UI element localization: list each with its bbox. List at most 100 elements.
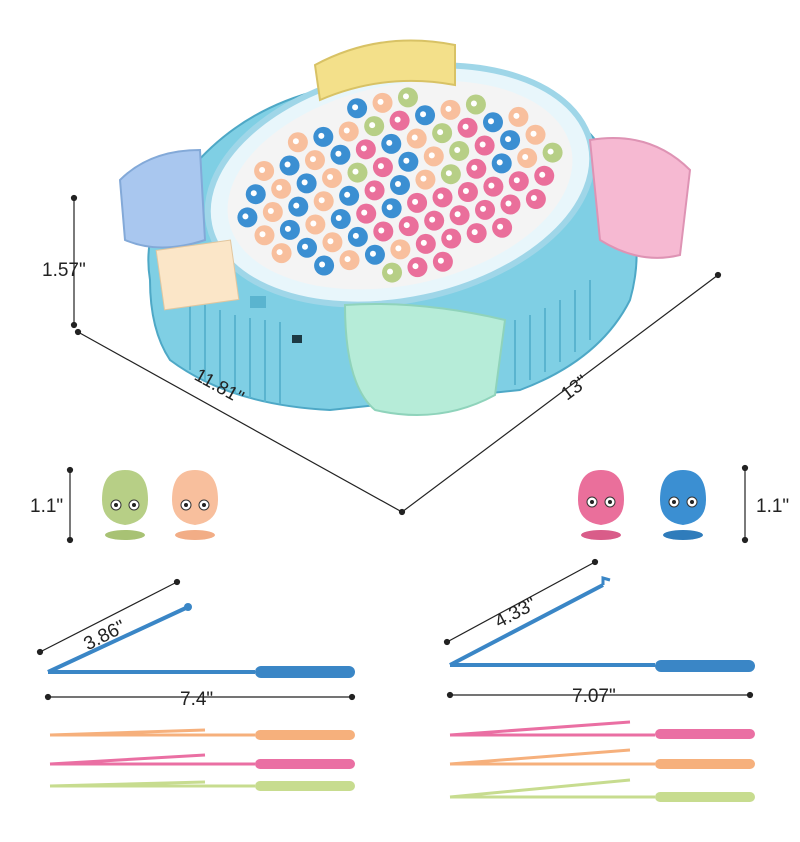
pond-fish-eye (386, 204, 393, 211)
board-ridges (189, 280, 591, 404)
pond-fish-eye (462, 188, 469, 195)
pond-fish-eye (547, 148, 554, 155)
rod-dim-left (36, 578, 356, 701)
pond-fish-eye (284, 225, 291, 232)
pond-fish-eye (497, 223, 504, 230)
pond-fish-eye (302, 243, 309, 250)
pond-fish-eye (530, 130, 537, 137)
rod-right-tip-label: 4.33" (492, 594, 540, 633)
pond-fish-eye (327, 238, 334, 245)
pond-fish-eye (344, 191, 351, 198)
rod-orange-left (49, 728, 355, 740)
depth-label: 13" (557, 371, 592, 405)
pond-fish-eye (437, 129, 444, 136)
pond-fish-eye (369, 186, 376, 193)
pond-fish-eye (352, 232, 359, 239)
pond-fish-eye (319, 261, 326, 268)
pond-fish-eye (387, 268, 394, 275)
pond-fish-eye (360, 145, 367, 152)
pond-fish-eye (292, 138, 299, 145)
pond-fish-eye (369, 250, 376, 257)
pond-fish-eye (480, 205, 487, 212)
pond-fish-eye (309, 156, 316, 163)
pond-fish-eye (276, 184, 283, 191)
fish-pink (578, 470, 624, 540)
pond-fish-eye (402, 93, 409, 100)
pond-fish-eye (539, 171, 546, 178)
pond-fish-eye (437, 257, 444, 264)
pond-fish-eye (318, 197, 325, 204)
switch (250, 296, 266, 308)
pond-fish-eye (505, 136, 512, 143)
pond-fish-eye (386, 139, 393, 146)
pond-fish-eye (445, 170, 452, 177)
pond-fish-eye (352, 168, 359, 175)
pond-fish-eye (420, 175, 427, 182)
pond-fish-eye (267, 208, 274, 215)
rod-green-left (49, 780, 355, 791)
pond-fish-eye (284, 161, 291, 168)
pond-fish-eye (361, 209, 368, 216)
pond-fish-eye (437, 193, 444, 200)
pond-fish-eye (335, 215, 342, 222)
rod-blue-left (47, 603, 355, 678)
pond-fish-eye (454, 146, 461, 153)
pond-fish-eye (471, 164, 478, 171)
pond-fish-eye (335, 150, 342, 157)
pond-fish-eye (377, 98, 384, 105)
pond-fish-eye (487, 118, 494, 125)
pond-fish-eye (344, 256, 351, 263)
battery-slot (292, 335, 302, 343)
fishing-game-board (118, 39, 692, 416)
pond-fish-eye (470, 100, 477, 107)
rod-right-total-label: 7.07" (572, 686, 616, 707)
pond-fish-eye (259, 166, 266, 173)
fish-right-label: 1.1" (756, 496, 789, 517)
pond-fish-eye (395, 245, 402, 252)
blue-cup (118, 148, 207, 249)
pond-fish-eye (343, 127, 350, 134)
rod-left-tip-label: 3.86" (80, 617, 129, 656)
yellow-cup (313, 39, 456, 102)
pond-fish-eye (276, 249, 283, 256)
pond-fish-eye (446, 234, 453, 241)
pond-fish-eye (395, 181, 401, 187)
rod-pink-left (49, 753, 355, 769)
pond-fish-eye (428, 152, 435, 159)
rod-left-total-label: 7.4" (180, 689, 213, 710)
pond-fish-eye (530, 195, 537, 202)
pond-fish-eye (420, 239, 427, 246)
pond-fish-eye (513, 177, 520, 184)
fish-green (102, 470, 148, 540)
pond-fish-eye (454, 211, 461, 218)
pond-fish-eye (471, 229, 478, 236)
pond-fish-eye (378, 227, 385, 234)
pond-fish-eye (377, 163, 384, 170)
pond-fish-eye (403, 157, 410, 164)
fish-left-label: 1.1" (30, 496, 63, 517)
pond-fish-eye (522, 153, 529, 160)
fish-peach (172, 470, 218, 540)
fish-blue (660, 470, 706, 540)
rod-blue-right (449, 576, 755, 672)
pond-fish-eye (445, 105, 452, 112)
pond-fish-eye (352, 104, 359, 111)
pond-fish-eye (242, 213, 249, 220)
dimension-lines (70, 194, 722, 516)
fish-grid (237, 87, 563, 283)
box-label (155, 239, 240, 311)
pink-cup (588, 137, 692, 259)
height-label: 1.57" (42, 260, 86, 281)
pond-fish-eye (420, 111, 427, 118)
pond-fish-eye (318, 132, 325, 139)
pond-fish-eye (496, 159, 503, 166)
pond-fish-eye (488, 182, 495, 189)
fish-dimension-lines (66, 464, 749, 544)
pond-fish-eye (250, 190, 257, 197)
pond-fish-eye (479, 141, 486, 148)
green-cup (343, 303, 507, 416)
rod-pink-right (449, 720, 755, 739)
pond-fish-eye (462, 123, 469, 130)
pond-fish-eye (327, 173, 334, 180)
